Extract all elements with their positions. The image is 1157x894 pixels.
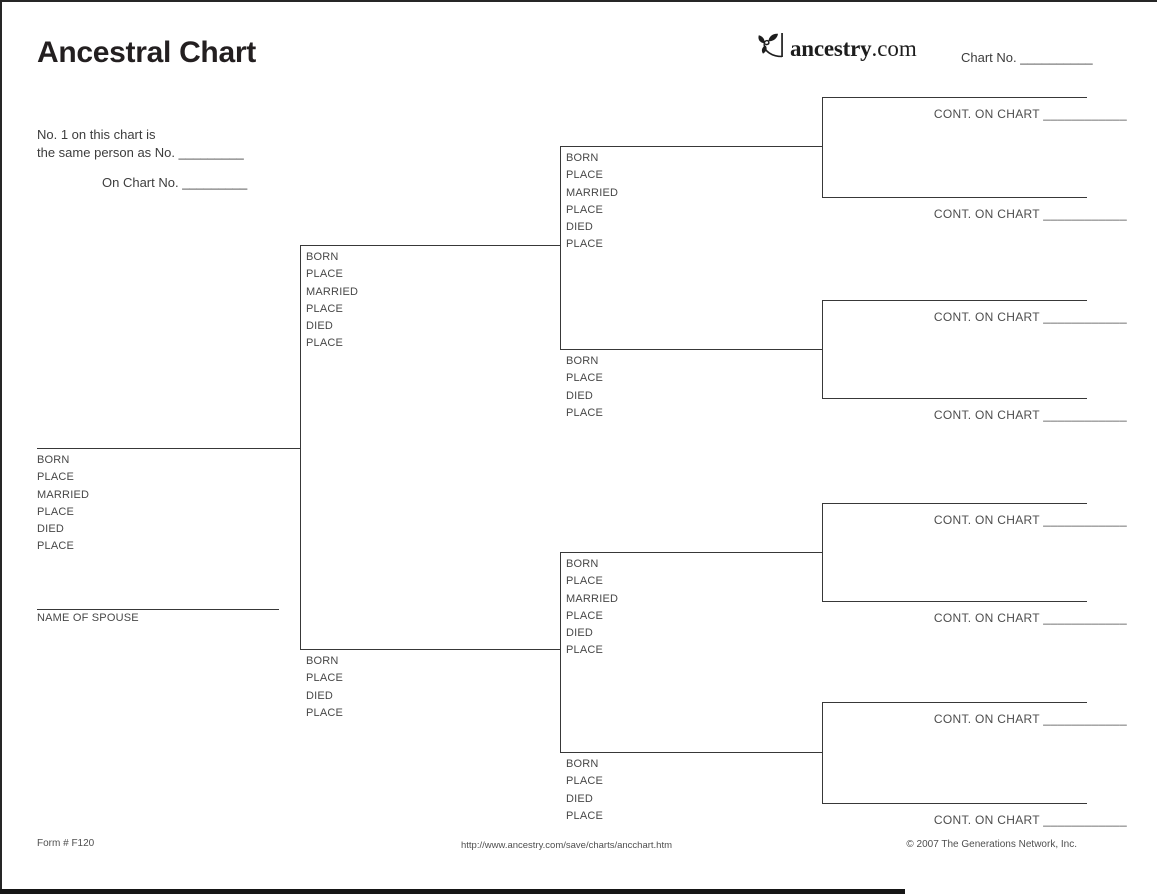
field-label: PLACE [566,809,604,822]
logo-brand: ancestry [790,36,872,61]
name-line-maternal-grandmother [560,751,822,753]
cont-on-chart-5: CONT. ON CHART ____________ [933,513,1127,527]
field-label: DIED [566,389,594,402]
connector-gen3-paternal [559,146,561,350]
field-label: PLACE [566,609,604,622]
field-label: DIED [306,689,334,702]
name-line-person1 [37,447,300,449]
name-line-paternal-grandfather [560,145,822,147]
field-label: BORN [566,758,599,770]
name-line-ancestor-14 [822,701,1087,703]
footer-url: http://www.ancestry.com/save/charts/ancc… [461,840,673,851]
cont-on-chart-2: CONT. ON CHART ____________ [933,207,1127,221]
reference-line-1: No. 1 on this chart is [37,127,156,142]
field-label: PLACE [566,203,604,216]
field-label: DIED [566,221,594,234]
cont-on-chart-7: CONT. ON CHART ____________ [933,712,1127,726]
cont-on-chart-6: CONT. ON CHART ____________ [933,611,1127,625]
connector-gen2 [299,245,301,650]
field-label: PLACE [566,775,604,788]
page-border-top [0,0,1157,2]
field-label: PLACE [306,268,344,281]
page-border-bottom [0,889,905,894]
field-label: PLACE [566,372,604,385]
field-label: MARRIED [37,488,90,501]
field-label: MARRIED [566,592,619,605]
spouse-name-label: NAME OF SPOUSE [37,612,139,624]
ancestry-logo: ancestry.com [756,30,917,60]
field-label: PLACE [37,540,75,553]
name-line-ancestor-11 [822,397,1087,399]
name-line-maternal-grandfather [560,551,822,553]
field-label: DIED [566,627,594,640]
paternal-grandfather-field-labels: BORN PLACE MARRIED PLACE DIED PLACE [566,150,736,254]
field-label: PLACE [37,505,75,518]
field-label: DIED [306,320,334,333]
maternal-grandfather-field-labels: BORN PLACE MARRIED PLACE DIED PLACE [566,556,736,660]
name-line-paternal-grandmother [560,348,822,350]
field-label: BORN [306,251,339,263]
connector-gen3-maternal [559,552,561,753]
field-label: PLACE [306,337,344,350]
logo-tld: .com [871,36,917,61]
reference-note: No. 1 on this chart is the same person a… [37,126,247,192]
name-line-father [300,244,560,246]
cont-on-chart-8: CONT. ON CHART ____________ [933,813,1127,827]
reference-line-3: On Chart No. _________ [102,175,248,190]
field-label: BORN [37,454,70,466]
name-line-ancestor-8 [822,96,1087,98]
father-field-labels: BORN PLACE MARRIED PLACE DIED PLACE [306,249,476,353]
page-border-left [0,0,2,894]
connector-gen4-2 [821,300,823,399]
name-line-ancestor-10 [822,299,1087,301]
field-label: PLACE [566,644,604,657]
cont-on-chart-3: CONT. ON CHART ____________ [933,310,1127,324]
reference-line-2: the same person as No. _________ [37,145,244,160]
page-title: Ancestral Chart [37,36,256,69]
field-label: BORN [306,655,339,667]
field-label: BORN [566,355,599,367]
cont-on-chart-4: CONT. ON CHART ____________ [933,408,1127,422]
name-line-ancestor-15 [822,802,1087,804]
maternal-grandmother-field-labels: BORN PLACE DIED PLACE [566,756,736,825]
ancestry-leaf-icon [758,33,783,58]
copyright-notice: © 2007 The Generations Network, Inc. [906,839,1077,850]
field-label: PLACE [566,406,604,419]
field-label: BORN [566,152,599,164]
name-line-mother [300,648,560,650]
mother-field-labels: BORN PLACE DIED PLACE [306,653,476,722]
connector-gen4-4 [821,702,823,804]
field-label: PLACE [566,238,604,251]
field-label: PLACE [306,672,344,685]
name-line-ancestor-12 [822,502,1087,504]
name-line-ancestor-9 [822,196,1087,198]
field-label: PLACE [37,471,75,484]
cont-on-chart-1: CONT. ON CHART ____________ [933,107,1127,121]
person1-field-labels: BORN PLACE MARRIED PLACE DIED PLACE [37,452,207,556]
field-label: BORN [566,558,599,570]
connector-gen4-3 [821,503,823,602]
field-label: PLACE [566,575,604,588]
field-label: MARRIED [566,186,619,199]
field-label: MARRIED [306,285,359,298]
logo-wordmark: ancestry.com [790,37,917,60]
form-number: Form # F120 [37,838,95,849]
field-label: DIED [566,792,594,805]
connector-gen4-1 [821,97,823,198]
paternal-grandmother-field-labels: BORN PLACE DIED PLACE [566,353,736,422]
field-label: DIED [37,523,65,536]
field-label: PLACE [306,706,344,719]
field-label: PLACE [306,302,344,315]
name-line-spouse [37,608,279,610]
field-label: PLACE [566,169,604,182]
name-line-ancestor-13 [822,600,1087,602]
chart-no-blank: Chart No. __________ [961,50,1093,65]
